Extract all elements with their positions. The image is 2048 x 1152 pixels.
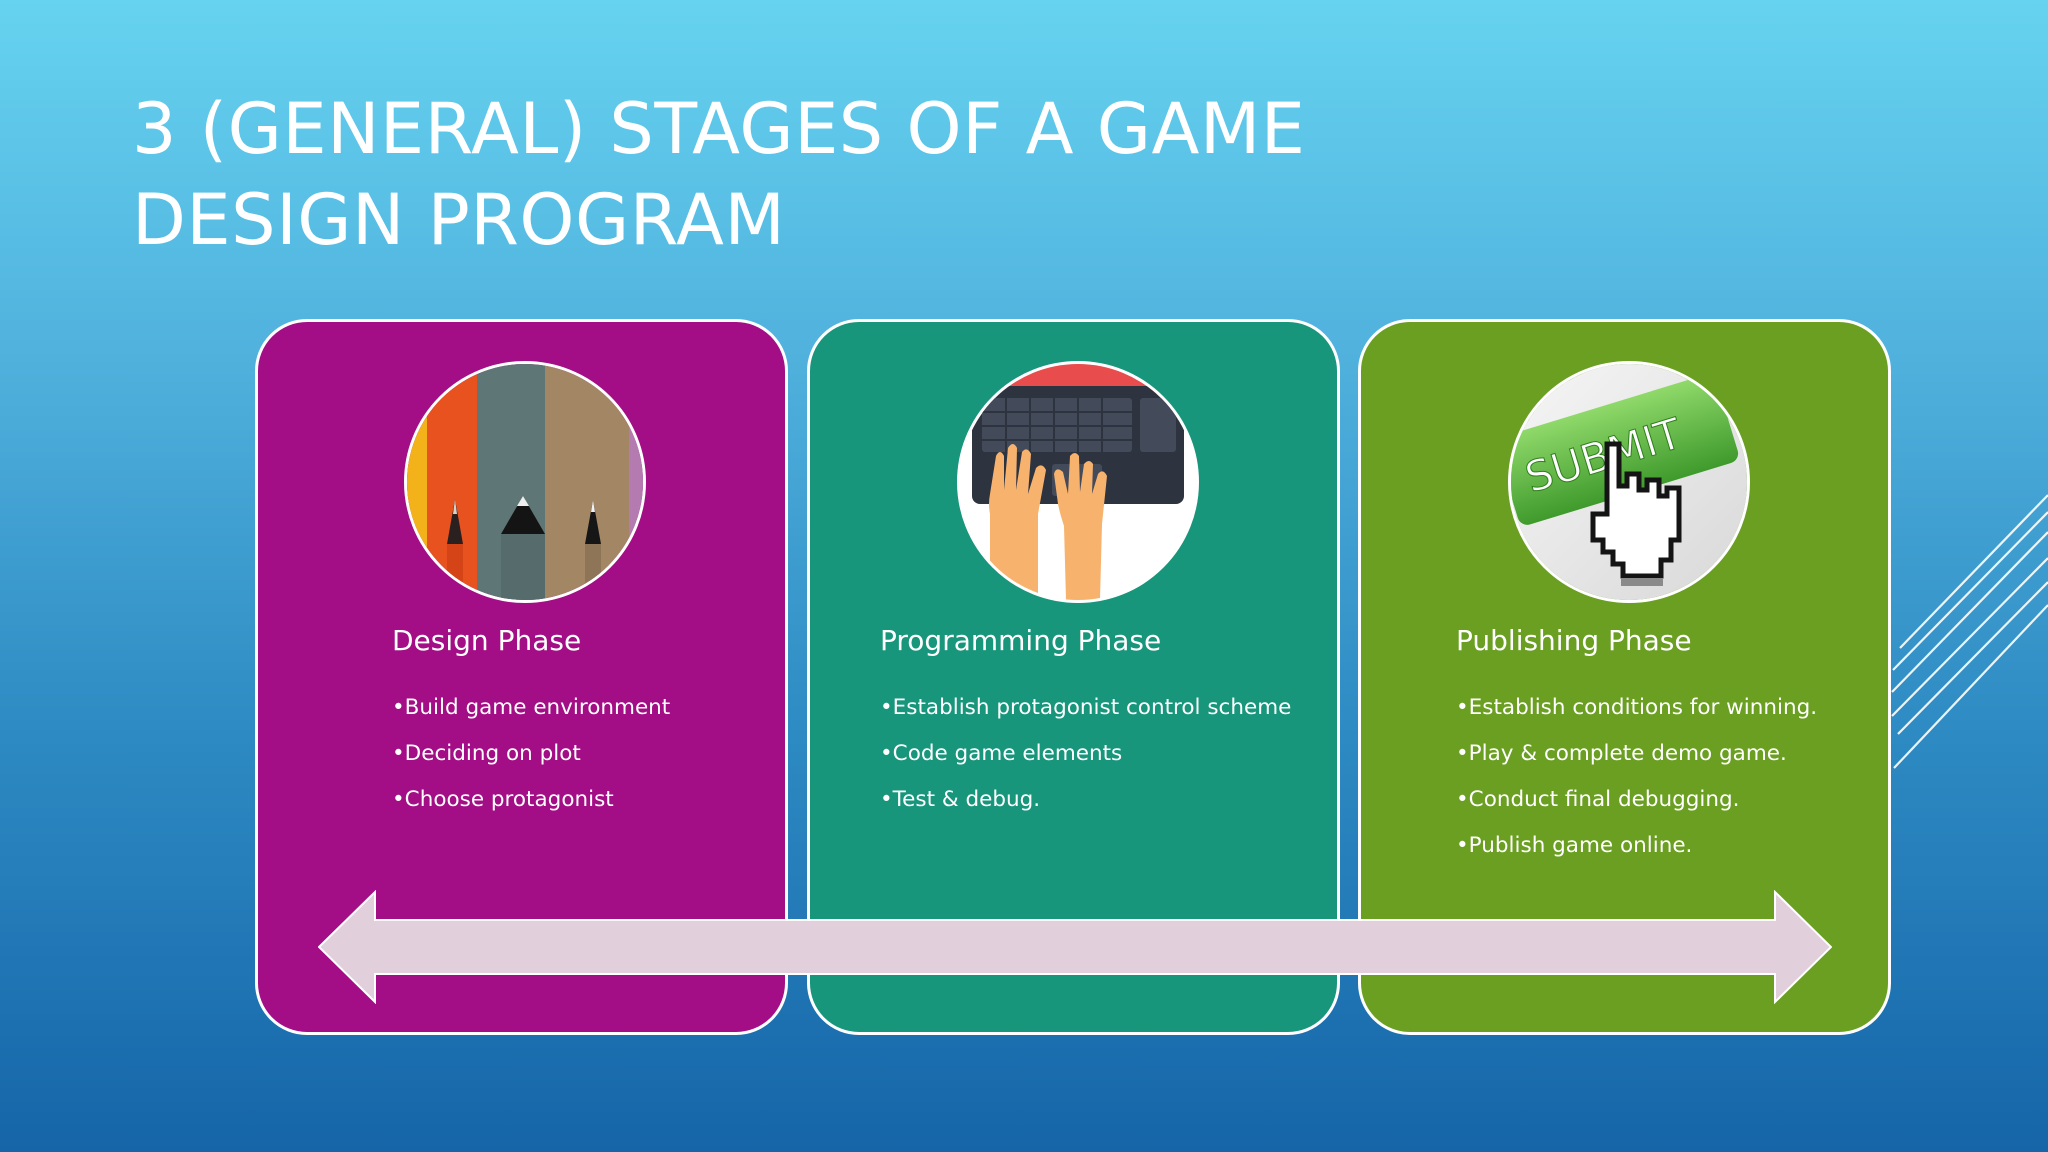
programming-phase-title: Programming Phase xyxy=(880,624,1162,657)
publishing-phase-list: •Establish conditions for winning. •Play… xyxy=(1456,694,1817,878)
design-phase-title: Design Phase xyxy=(392,624,582,657)
list-item: •Code game elements xyxy=(880,741,1123,766)
programming-phase-list: •Establish protagonist control scheme •C… xyxy=(880,694,1291,832)
publishing-phase-title: Publishing Phase xyxy=(1456,624,1692,657)
list-item: •Build game environment xyxy=(392,695,671,720)
list-item: •Deciding on plot xyxy=(392,741,581,766)
list-item: •Establish conditions for winning. xyxy=(1456,695,1818,720)
programming-phase-card: Programming Phase •Establish protagonist… xyxy=(807,319,1340,1035)
list-item: •Conduct final debugging. xyxy=(1456,787,1740,812)
decorative-lines xyxy=(1891,494,2048,769)
list-item: •Play & complete demo game. xyxy=(1456,741,1787,766)
slide-title: 3 (GENERAL) STAGES OF A GAME DESIGN PROG… xyxy=(132,84,1432,266)
list-item: •Test & debug. xyxy=(880,787,1041,812)
colored-pencils-image xyxy=(404,361,646,603)
submit-button-image: SUBMIT xyxy=(1508,361,1750,603)
slide-title-line-1: 3 (GENERAL) STAGES OF A GAME xyxy=(132,88,1306,170)
slide-title-line-2: DESIGN PROGRAM xyxy=(132,179,786,261)
publishing-phase-card: SUBMIT Publishing Phase •Establish condi… xyxy=(1358,319,1891,1035)
list-item: •Establish protagonist control scheme xyxy=(880,695,1292,720)
hands-on-keyboard-image xyxy=(957,361,1199,603)
double-headed-arrow-icon xyxy=(318,890,1832,1004)
design-phase-card: Design Phase •Build game environment •De… xyxy=(255,319,788,1035)
list-item: •Choose protagonist xyxy=(392,787,614,812)
list-item: •Publish game online. xyxy=(1456,833,1693,858)
design-phase-list: •Build game environment •Deciding on plo… xyxy=(392,694,670,832)
